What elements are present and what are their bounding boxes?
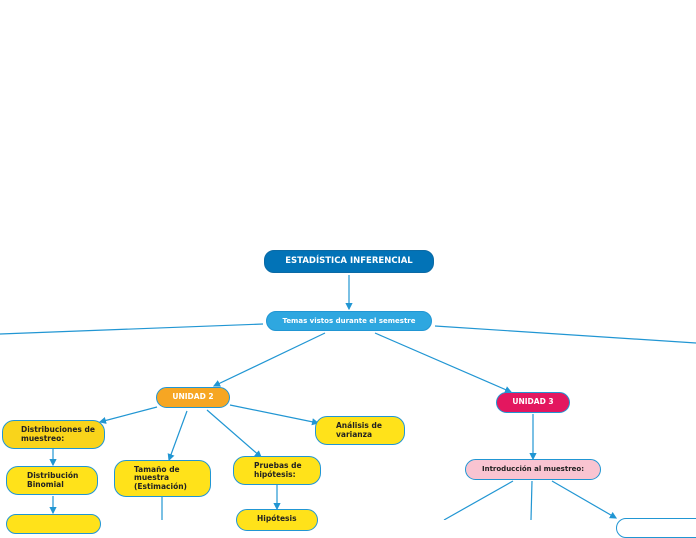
edge-unidad2-anova	[229, 404, 320, 426]
anova-node[interactable]: Análisis de varianza	[315, 416, 405, 445]
edge-intro-right	[551, 480, 618, 519]
edge-topics-unidad2	[212, 332, 326, 387]
connector-lines	[0, 275, 696, 520]
unidad3-node[interactable]: UNIDAD 3	[496, 392, 570, 413]
edge-topics-unidad3	[374, 332, 513, 393]
pruebas-node[interactable]: Pruebas de hipótesis:	[233, 456, 321, 485]
hipotesis-node[interactable]: Hipótesis	[236, 509, 318, 531]
edge-intro-left	[443, 480, 514, 520]
edge-intro-middle	[530, 480, 533, 520]
edge-topics-right-offscreen	[434, 325, 696, 344]
unidad2-node[interactable]: UNIDAD 2	[156, 387, 230, 408]
intro-muestreo-node[interactable]: Introducción al muestreo:	[465, 459, 601, 480]
distribuciones-node[interactable]: Distribuciones de muestreo:	[2, 420, 105, 449]
partial-node-bottom-left[interactable]	[6, 514, 101, 534]
edge-topics-left-offscreen	[0, 323, 264, 335]
root-node[interactable]: ESTADÍSTICA INFERENCIAL	[264, 250, 434, 273]
edge-unidad2-pruebas	[206, 409, 262, 458]
partial-node-bottom-right[interactable]	[616, 518, 696, 538]
tamano-node[interactable]: Tamaño de muestra (Estimación)	[114, 460, 211, 497]
topics-node[interactable]: Temas vistos durante el semestre	[266, 311, 432, 331]
edge-unidad2-distribuciones	[98, 406, 158, 424]
binomial-node[interactable]: Distribución Binomial	[6, 466, 98, 495]
edge-unidad2-tamano	[167, 410, 188, 462]
